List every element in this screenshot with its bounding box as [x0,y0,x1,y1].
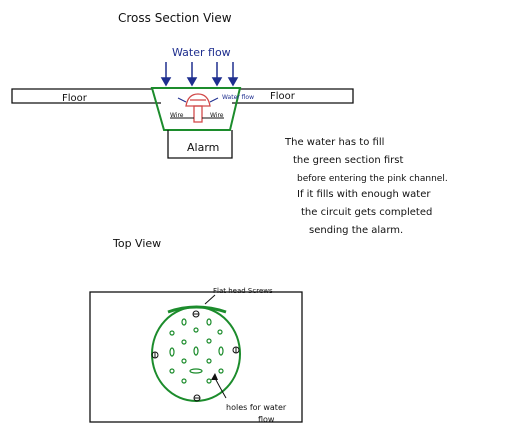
top-view-title: Top View [112,237,161,250]
floor-right-slab [232,88,354,104]
wire-right-label: Wire [210,112,224,119]
inner-arrow-left [177,97,187,103]
disc-top-edge [167,305,227,314]
explanation-line-4: If it fills with enough water [297,189,431,200]
pink-stem [193,105,203,123]
hole [218,346,224,356]
hole [181,318,187,326]
floor-right-label: Floor [270,91,296,102]
explanation-text: The water has to fill the green section … [284,137,448,236]
holes-label-1: holes for water [226,403,287,412]
water-flow-label: Water flow [172,46,231,59]
inner-water-flow-label: Water flow [222,94,254,101]
alarm-label: Alarm [187,141,219,154]
inner-flow-arrows [177,97,219,103]
explanation-line-3: before entering the pink channel. [297,174,448,184]
hole [193,327,199,333]
flow-arrow-4-head [227,77,239,87]
pink-cap [185,93,211,107]
green-sensor-housing [150,87,242,131]
explanation-line-2: the green section first [293,155,403,166]
alarm-box [167,130,233,159]
hole [189,368,203,374]
flat-head-screws [151,310,240,402]
hole [206,338,212,344]
pink-channel [185,93,211,123]
hole [169,330,175,336]
floor-left-label: Floor [62,93,88,104]
hole [206,358,212,364]
water-holes [169,318,224,384]
green-sensor-disc [151,306,241,402]
flat-head-screws-label: Flat head Screws [213,287,273,295]
flow-arrow-3-head [211,77,223,87]
cross-section-title: Cross Section View [118,11,232,25]
top-view-floor-plate [89,291,303,423]
explanation-line-6: sending the alarm. [309,225,403,236]
explanation-line-1: The water has to fill [284,137,384,148]
hole [218,368,224,374]
hole [169,347,175,357]
flow-arrow-2-head [186,77,198,87]
hole [206,318,212,326]
screws-pointer [204,294,216,305]
hole [206,378,212,384]
wire-left-label: Wire [170,112,184,119]
flow-arrow-1-head [160,77,172,87]
floor [11,88,354,104]
holes-label-2: flow [258,415,275,424]
hole [193,346,199,356]
explanation-line-5: the circuit gets completed [301,207,432,218]
hole [217,329,223,335]
floor-left-slab [11,88,161,104]
water-flow-arrows [160,62,239,87]
hole [181,358,187,364]
hole [181,339,187,345]
hole [181,378,187,384]
hole [169,368,175,374]
inner-arrow-right [209,97,219,103]
holes-pointer-head [211,373,218,380]
